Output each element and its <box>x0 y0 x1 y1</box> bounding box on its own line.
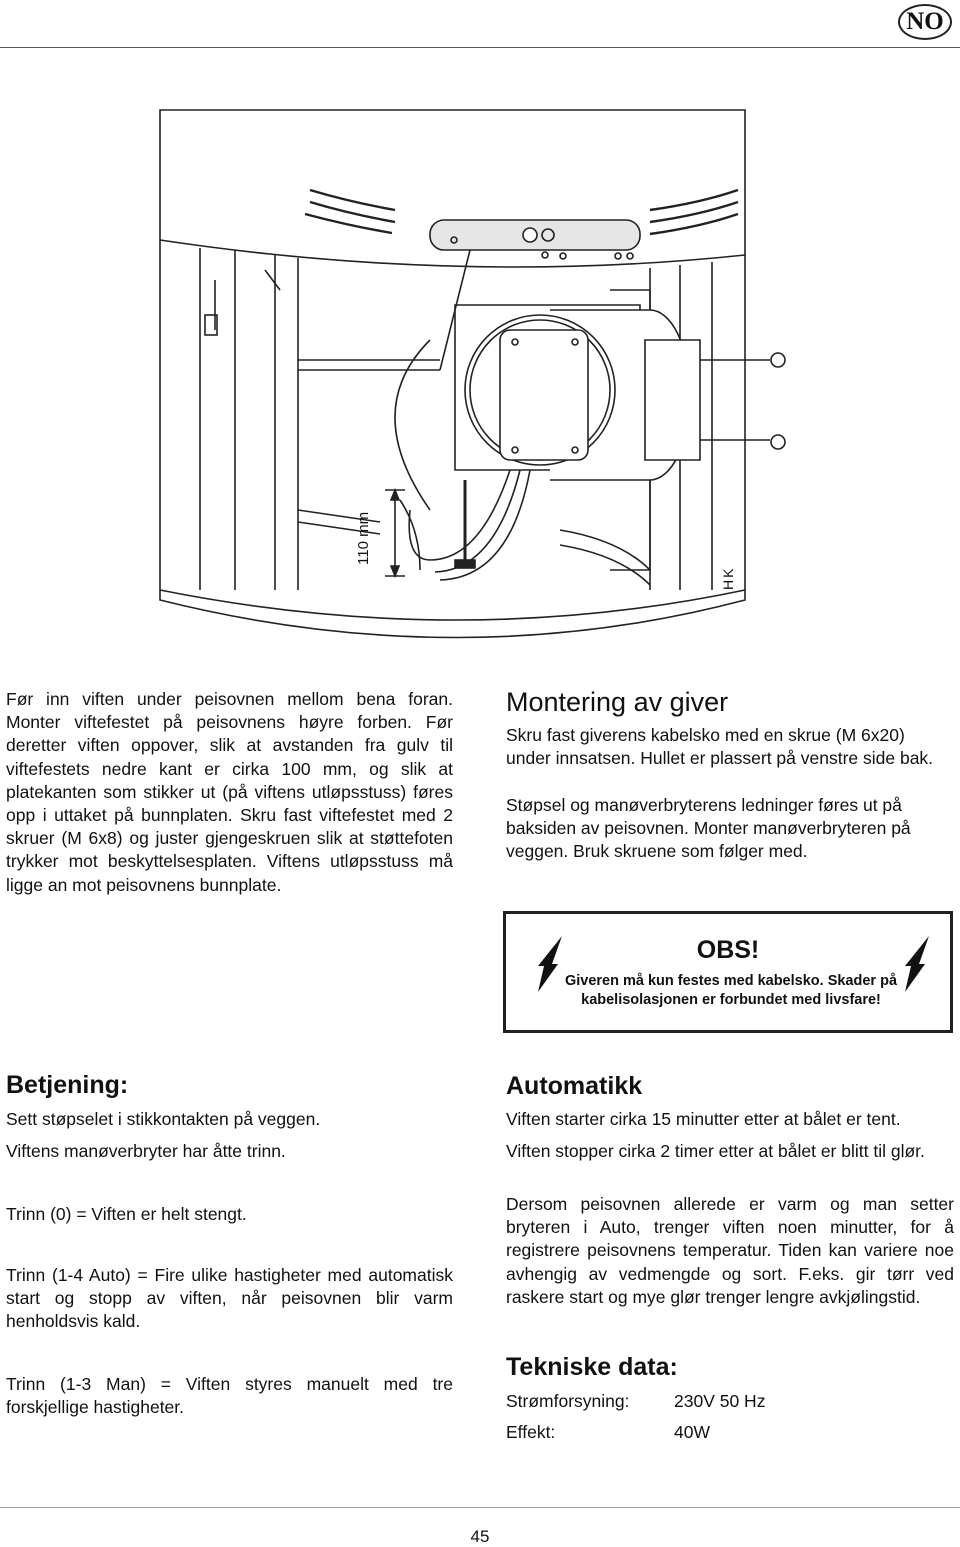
tech-label: Strømforsyning: <box>506 1391 630 1411</box>
artist-initials: HK <box>720 566 736 590</box>
tech-label: Effekt: <box>506 1422 556 1442</box>
intro-paragraph: Før inn viften under peisovnen mellom be… <box>6 689 453 895</box>
warning-text: Giveren må kun festes med kabelsko. Skad… <box>564 973 898 1008</box>
left-leg <box>159 240 299 610</box>
lightning-icon <box>538 936 562 992</box>
lightning-icon <box>905 936 929 992</box>
side-panel <box>644 339 701 461</box>
montering-paragraph-1: Skru fast giverens kabelsko med en skrue… <box>506 725 934 769</box>
warning-title: OBS! <box>696 936 760 964</box>
automatikk-line: Dersom peisovnen allerede er varm og man… <box>506 1194 954 1307</box>
automatikk-title: Automatikk <box>506 1072 643 1100</box>
header-rule <box>0 47 960 48</box>
tech-value: 230V 50 Hz <box>674 1391 766 1411</box>
automatikk-line: Viften starter cirka 15 minutter etter a… <box>506 1109 901 1129</box>
tech-row-power-supply: Strømforsyning: 230V 50 Hz <box>506 1391 765 1412</box>
betjening-line: Viftens manøverbryter har åtte trinn. <box>6 1141 286 1161</box>
fan-installation-illustration <box>159 109 786 639</box>
betjening-line: Trinn (1-3 Man) = Viften styres manuelt … <box>6 1374 453 1418</box>
language-badge: NO <box>898 4 952 40</box>
betjening-line: Trinn (1-4 Auto) = Fire ulike hastighete… <box>6 1265 453 1332</box>
automatikk-line: Viften stopper cirka 2 timer etter at bå… <box>506 1141 925 1161</box>
footer-rule <box>0 1507 960 1508</box>
motor-box <box>499 329 589 461</box>
warning-box: OBS! Giveren må kun festes med kabelsko.… <box>503 911 953 1033</box>
betjening-title: Betjening: <box>6 1071 129 1099</box>
tech-row-power: Effekt: 40W <box>506 1422 710 1443</box>
montering-title: Montering av giver <box>506 687 729 717</box>
montering-paragraph-2: Støpsel og manøverbryterens ledninger fø… <box>506 795 911 862</box>
tekniske-title: Tekniske data: <box>506 1353 678 1381</box>
tech-value: 40W <box>674 1422 710 1442</box>
cables <box>394 249 531 581</box>
right-leg <box>649 255 746 600</box>
floor-platform <box>159 589 746 639</box>
betjening-line: Sett støpselet i stikkontakten på veggen… <box>6 1109 321 1129</box>
screws <box>700 352 786 450</box>
vent-slots <box>304 188 739 236</box>
dimension-label: 110 mm <box>355 511 372 565</box>
page-number: 45 <box>470 1527 490 1546</box>
betjening-line: Trinn (0) = Viften er helt stengt. <box>6 1204 247 1224</box>
